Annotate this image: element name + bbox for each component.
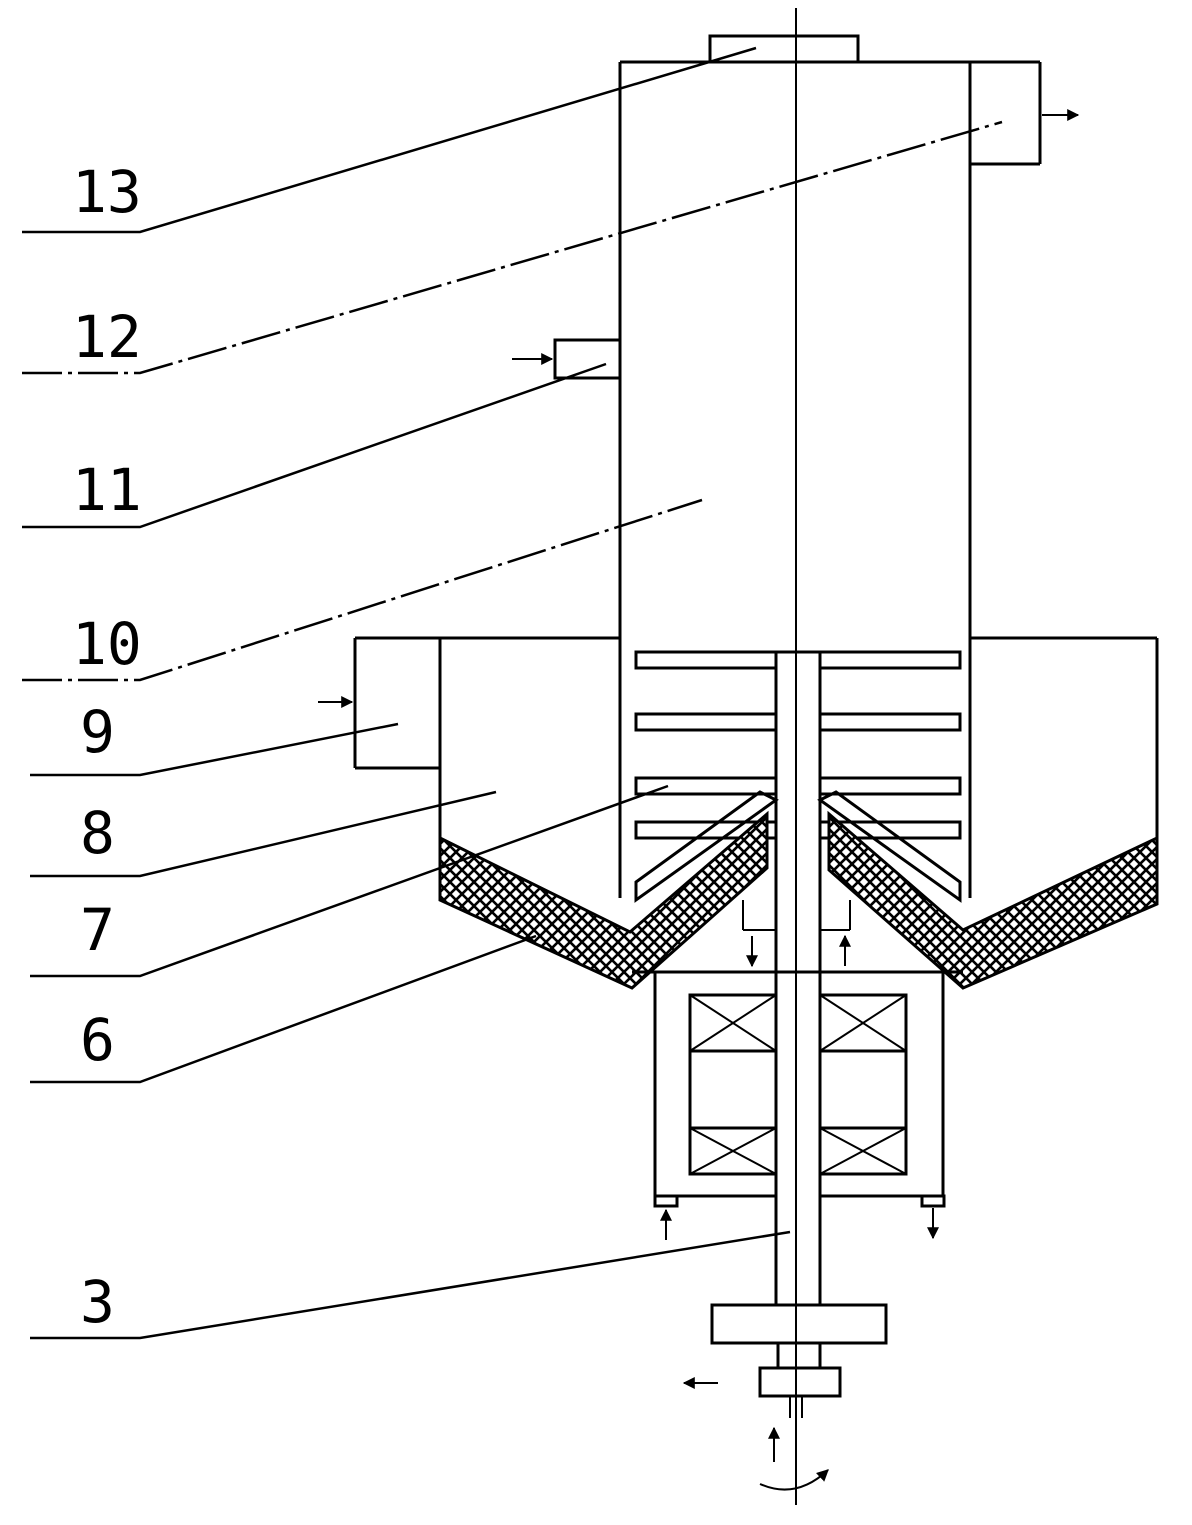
label-3: 3 <box>80 1268 115 1336</box>
leader-lines <box>22 46 1003 1340</box>
baffle-plates <box>634 650 962 840</box>
central-shaft <box>774 650 822 1305</box>
label-6: 6 <box>80 1006 115 1074</box>
label-9: 9 <box>80 698 115 766</box>
bottom-flanges <box>682 1303 888 1491</box>
lower-vessel <box>355 636 1159 900</box>
reference-labels: 13 12 11 10 9 8 7 6 3 <box>72 158 142 1336</box>
coil-boxes <box>688 993 908 1176</box>
coolant-pipes <box>742 900 851 968</box>
gas-outlet-box <box>970 62 1080 166</box>
side-inlet-box <box>318 638 440 770</box>
label-10: 10 <box>72 610 142 678</box>
label-8: 8 <box>80 799 115 867</box>
label-11: 11 <box>72 456 142 524</box>
top-cap <box>708 34 860 64</box>
upper-column <box>618 60 1040 640</box>
feed-inlet-box <box>512 338 622 380</box>
magnetic-housing <box>632 970 963 1240</box>
heating-bed <box>438 810 1159 990</box>
label-13: 13 <box>72 158 142 226</box>
label-7: 7 <box>80 896 115 964</box>
label-12: 12 <box>72 303 142 371</box>
